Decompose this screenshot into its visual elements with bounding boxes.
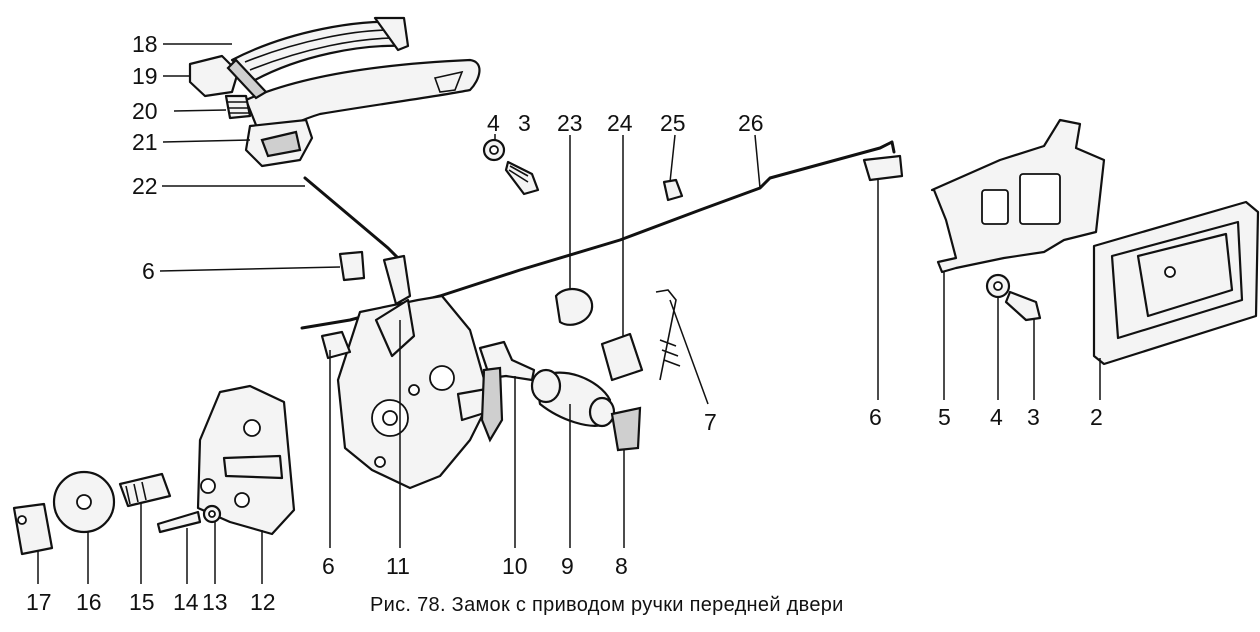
callout-19: 19 [132,63,158,89]
callout-22: 22 [132,173,158,199]
striker-assembly [12,384,296,556]
callout-10: 10 [502,553,528,579]
callout-3-upper: 3 [518,110,531,136]
callout-25: 25 [660,110,686,136]
connecting-rods [300,140,896,330]
callout-8: 8 [615,553,628,579]
figure-caption: Рис. 78. Замок с приводом ручки передней… [370,594,844,616]
callout-17: 17 [26,589,52,615]
callout-12: 12 [250,589,276,615]
callout-3-lower: 3 [1027,404,1040,430]
callout-7: 7 [704,409,717,435]
callout-6-right: 6 [869,404,882,430]
callout-16: 16 [76,589,102,615]
callout-6-bottom: 6 [322,553,335,579]
callout-21: 21 [132,129,158,155]
callout-2: 2 [1090,404,1103,430]
callout-20: 20 [132,98,158,124]
callout-15: 15 [129,589,155,615]
callout-9: 9 [561,553,574,579]
callout-5: 5 [938,404,951,430]
leader-lines [37,43,1101,584]
callout-6-left: 6 [142,258,155,284]
upper-bolt-washer [482,138,540,196]
callout-23: 23 [557,110,583,136]
inside-handle-escutcheon [1092,200,1260,366]
callout-4-upper: 4 [487,110,500,136]
lock-body [320,250,496,490]
inner-handle-bracket [862,118,1106,274]
callout-18: 18 [132,31,158,57]
callout-4-lower: 4 [990,404,1003,430]
callout-11: 11 [386,553,410,579]
lower-bolt-washer [985,273,1042,322]
callout-26: 26 [738,110,764,136]
callout-labels: 18 19 20 21 22 6 4 3 23 24 25 26 6 5 4 3… [26,31,1103,615]
callout-24: 24 [607,110,633,136]
outside-door-handle [188,16,481,168]
callout-14: 14 [173,589,199,615]
callout-13: 13 [202,589,228,615]
ignition-keys [478,340,536,443]
lock-cylinder-group [530,178,684,452]
